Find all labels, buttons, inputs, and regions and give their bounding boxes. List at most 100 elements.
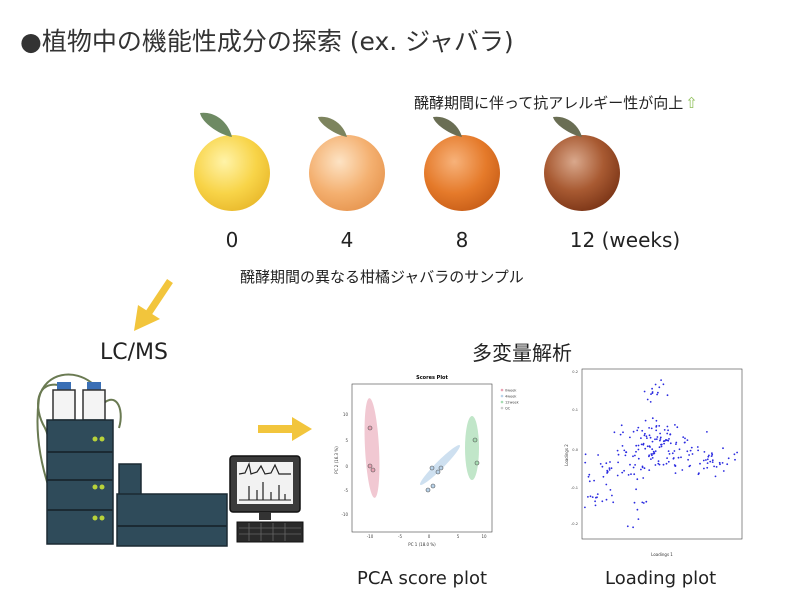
loading-point <box>621 471 624 474</box>
loading-point <box>684 441 686 444</box>
loading-point <box>623 449 626 452</box>
loading-point <box>646 445 649 448</box>
loading-point <box>714 475 717 478</box>
svg-text:12week: 12week <box>505 401 520 405</box>
loading-point <box>601 500 604 503</box>
up-arrow-icon: ⇧ <box>685 94 698 112</box>
svg-text:10: 10 <box>343 412 349 417</box>
loading-point <box>658 386 661 389</box>
loading-point <box>606 469 609 472</box>
loading-point <box>706 431 708 433</box>
loading-point <box>659 438 662 440</box>
loading-point <box>713 465 715 468</box>
svg-text:0: 0 <box>428 534 431 539</box>
svg-text:-10: -10 <box>367 534 374 539</box>
loading-point <box>632 466 635 469</box>
loading-point <box>619 433 622 436</box>
loading-point <box>621 445 624 447</box>
leaf-icon <box>318 116 347 137</box>
loading-point <box>643 390 646 393</box>
pca-score-plot: Scores Plot -10 -5 0 5 10 -10 -5 0 5 10 … <box>332 370 522 550</box>
week-label-4: 4 <box>340 228 354 252</box>
loading-point <box>645 435 648 438</box>
loading-point <box>667 460 670 463</box>
loading-point <box>663 429 666 431</box>
loading-point <box>636 508 639 511</box>
svg-text:0: 0 <box>345 464 348 469</box>
loading-point <box>584 461 587 464</box>
loading-point <box>608 467 611 469</box>
loading-point <box>617 461 619 464</box>
loading-point <box>669 433 672 436</box>
loading-point <box>625 451 627 454</box>
loading-point <box>588 480 591 483</box>
loading-point <box>616 449 619 452</box>
loading-point <box>632 526 634 529</box>
loading-point <box>654 438 656 441</box>
loading-point <box>584 506 586 509</box>
keyboard-icon <box>236 521 304 543</box>
loading-point <box>651 448 654 451</box>
loading-point <box>612 501 615 504</box>
loading-point <box>666 457 668 459</box>
loading-point <box>684 437 686 440</box>
loading-point <box>657 460 660 462</box>
svg-text:-0.1: -0.1 <box>571 486 578 490</box>
loading-point <box>655 426 658 428</box>
svg-text:-5: -5 <box>398 534 402 539</box>
loading-point <box>605 462 608 465</box>
lcms-label: LC/MS <box>100 340 168 365</box>
loading-point <box>662 463 665 466</box>
loading-point <box>641 429 644 432</box>
loading-point <box>616 474 619 477</box>
loading-point <box>640 443 643 446</box>
loading-point <box>688 454 690 456</box>
week-label-12: 12 (weeks) <box>569 228 681 252</box>
bottle-cap-icon <box>87 382 101 390</box>
loading-point <box>629 436 631 439</box>
loading-point <box>642 443 645 446</box>
loading-point <box>635 444 638 447</box>
solvent-bottle-icon <box>52 389 76 421</box>
loading-point <box>650 393 652 395</box>
loading-point <box>675 443 677 445</box>
loading-point <box>674 472 677 474</box>
loading-plot-ylabel: Loadings 2 <box>564 444 569 466</box>
loading-point <box>630 473 632 475</box>
week-label-0: 0 <box>225 228 239 252</box>
loading-point <box>686 450 689 453</box>
loading-point <box>651 440 654 443</box>
slide-title: ●植物中の機能性成分の探索 (ex. ジャバラ) <box>20 27 514 56</box>
loading-point <box>706 462 709 464</box>
svg-text:5: 5 <box>345 438 348 443</box>
loading-point <box>632 430 635 433</box>
loading-point <box>617 453 620 456</box>
loading-point <box>643 467 646 470</box>
loading-point <box>636 429 639 432</box>
anti-allergy-note: 醗酵期間に伴って抗アレルギー性が向上⇧ <box>414 92 698 113</box>
loading-point <box>635 450 637 453</box>
loading-point <box>719 463 721 466</box>
loading-point <box>601 465 604 468</box>
loading-point <box>606 471 609 473</box>
svg-text:0week: 0week <box>505 389 517 393</box>
loading-point <box>660 443 662 446</box>
loading-point <box>645 500 648 503</box>
loading-point <box>697 473 700 476</box>
loading-plot: 0.2 0.1 0.0 -0.1 -0.2 Loadings 1 Loading… <box>560 365 750 560</box>
loading-point <box>674 424 676 426</box>
loading-point <box>596 493 599 495</box>
note-text: 醗酵期間に伴って抗アレルギー性が向上 <box>414 94 684 112</box>
loading-point <box>711 459 714 462</box>
loading-point <box>587 475 590 478</box>
fruit-week-8 <box>424 116 500 211</box>
loading-point <box>605 498 608 501</box>
loading-point <box>646 398 649 401</box>
svg-text:0.0: 0.0 <box>572 448 578 452</box>
loading-point <box>624 454 627 457</box>
loading-point <box>677 456 680 459</box>
loading-point <box>660 379 662 381</box>
loading-point <box>666 425 669 428</box>
loading-point <box>721 462 724 464</box>
loading-point <box>651 387 653 390</box>
